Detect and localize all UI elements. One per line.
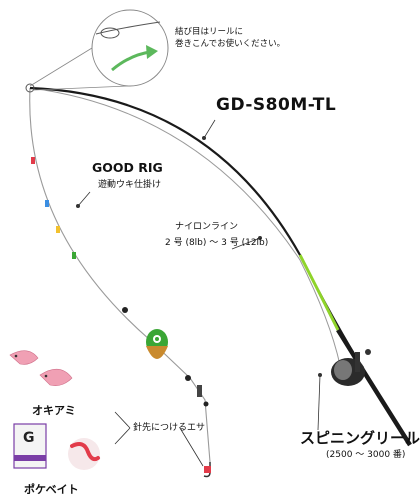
rod-green-section	[298, 254, 340, 331]
marker-yellow	[56, 226, 60, 233]
model-leader-dot	[202, 136, 206, 140]
line-leader	[231, 237, 261, 250]
float	[146, 329, 168, 359]
bait-label: 針先につけるエサ	[133, 423, 206, 433]
pokebait-package-icon	[13, 423, 47, 469]
rig-subtitle-label: 遊動ウキ仕掛け	[98, 180, 162, 190]
knot-callout-pointer	[29, 47, 93, 87]
rod-model-label: GD-S80M-TL	[216, 95, 337, 115]
sinker	[185, 375, 191, 381]
bait-leader	[114, 411, 204, 467]
marker-red	[31, 157, 35, 164]
line-leader-dot	[258, 236, 262, 240]
knot-note-line-1: 結び目はリールに	[175, 27, 244, 37]
reel-name-label: スピニングリール	[300, 429, 420, 447]
knot-callout-circle	[91, 9, 169, 87]
knot-detail-loop	[100, 27, 120, 39]
rod-blank	[29, 86, 409, 441]
rod-handle	[336, 328, 412, 447]
package-letter: G	[23, 430, 35, 446]
knot-note: 結び目はリールに 巻きこんでお使いください。	[175, 26, 285, 51]
hook-bait	[204, 466, 211, 473]
swivel	[197, 385, 202, 397]
main-line	[29, 87, 341, 366]
reel-leader	[317, 374, 321, 431]
pokebait-worm-icon	[68, 438, 100, 470]
rod-tip	[25, 83, 35, 93]
marker-green	[72, 252, 76, 259]
okiami-label: オキアミ	[32, 404, 76, 417]
pokebait-label: ポケベイト	[24, 483, 79, 496]
leader-bead	[203, 401, 209, 407]
rig-leader-dot	[76, 204, 80, 208]
line-name-label: ナイロンライン	[175, 222, 239, 232]
knot-callout-pointer-2	[33, 85, 129, 91]
reel-leader-dot	[318, 373, 322, 377]
arrow-head	[146, 45, 158, 59]
okiami-shrimp-icon	[9, 350, 73, 386]
rig-name-label: GOOD RIG	[92, 160, 163, 175]
model-leader	[203, 119, 216, 139]
stopper-bead	[122, 307, 128, 313]
knot-note-line-2: 巻きこんでお使いください。	[175, 39, 286, 50]
marker-blue	[45, 200, 49, 207]
spinning-reel	[331, 349, 371, 386]
reel-range-label: (2500 ～ 3000 番)	[326, 450, 406, 460]
line-spec-label: 2 号 (8lb) ～ 3 号 (12lb)	[165, 238, 269, 248]
rig-leader	[77, 191, 91, 207]
